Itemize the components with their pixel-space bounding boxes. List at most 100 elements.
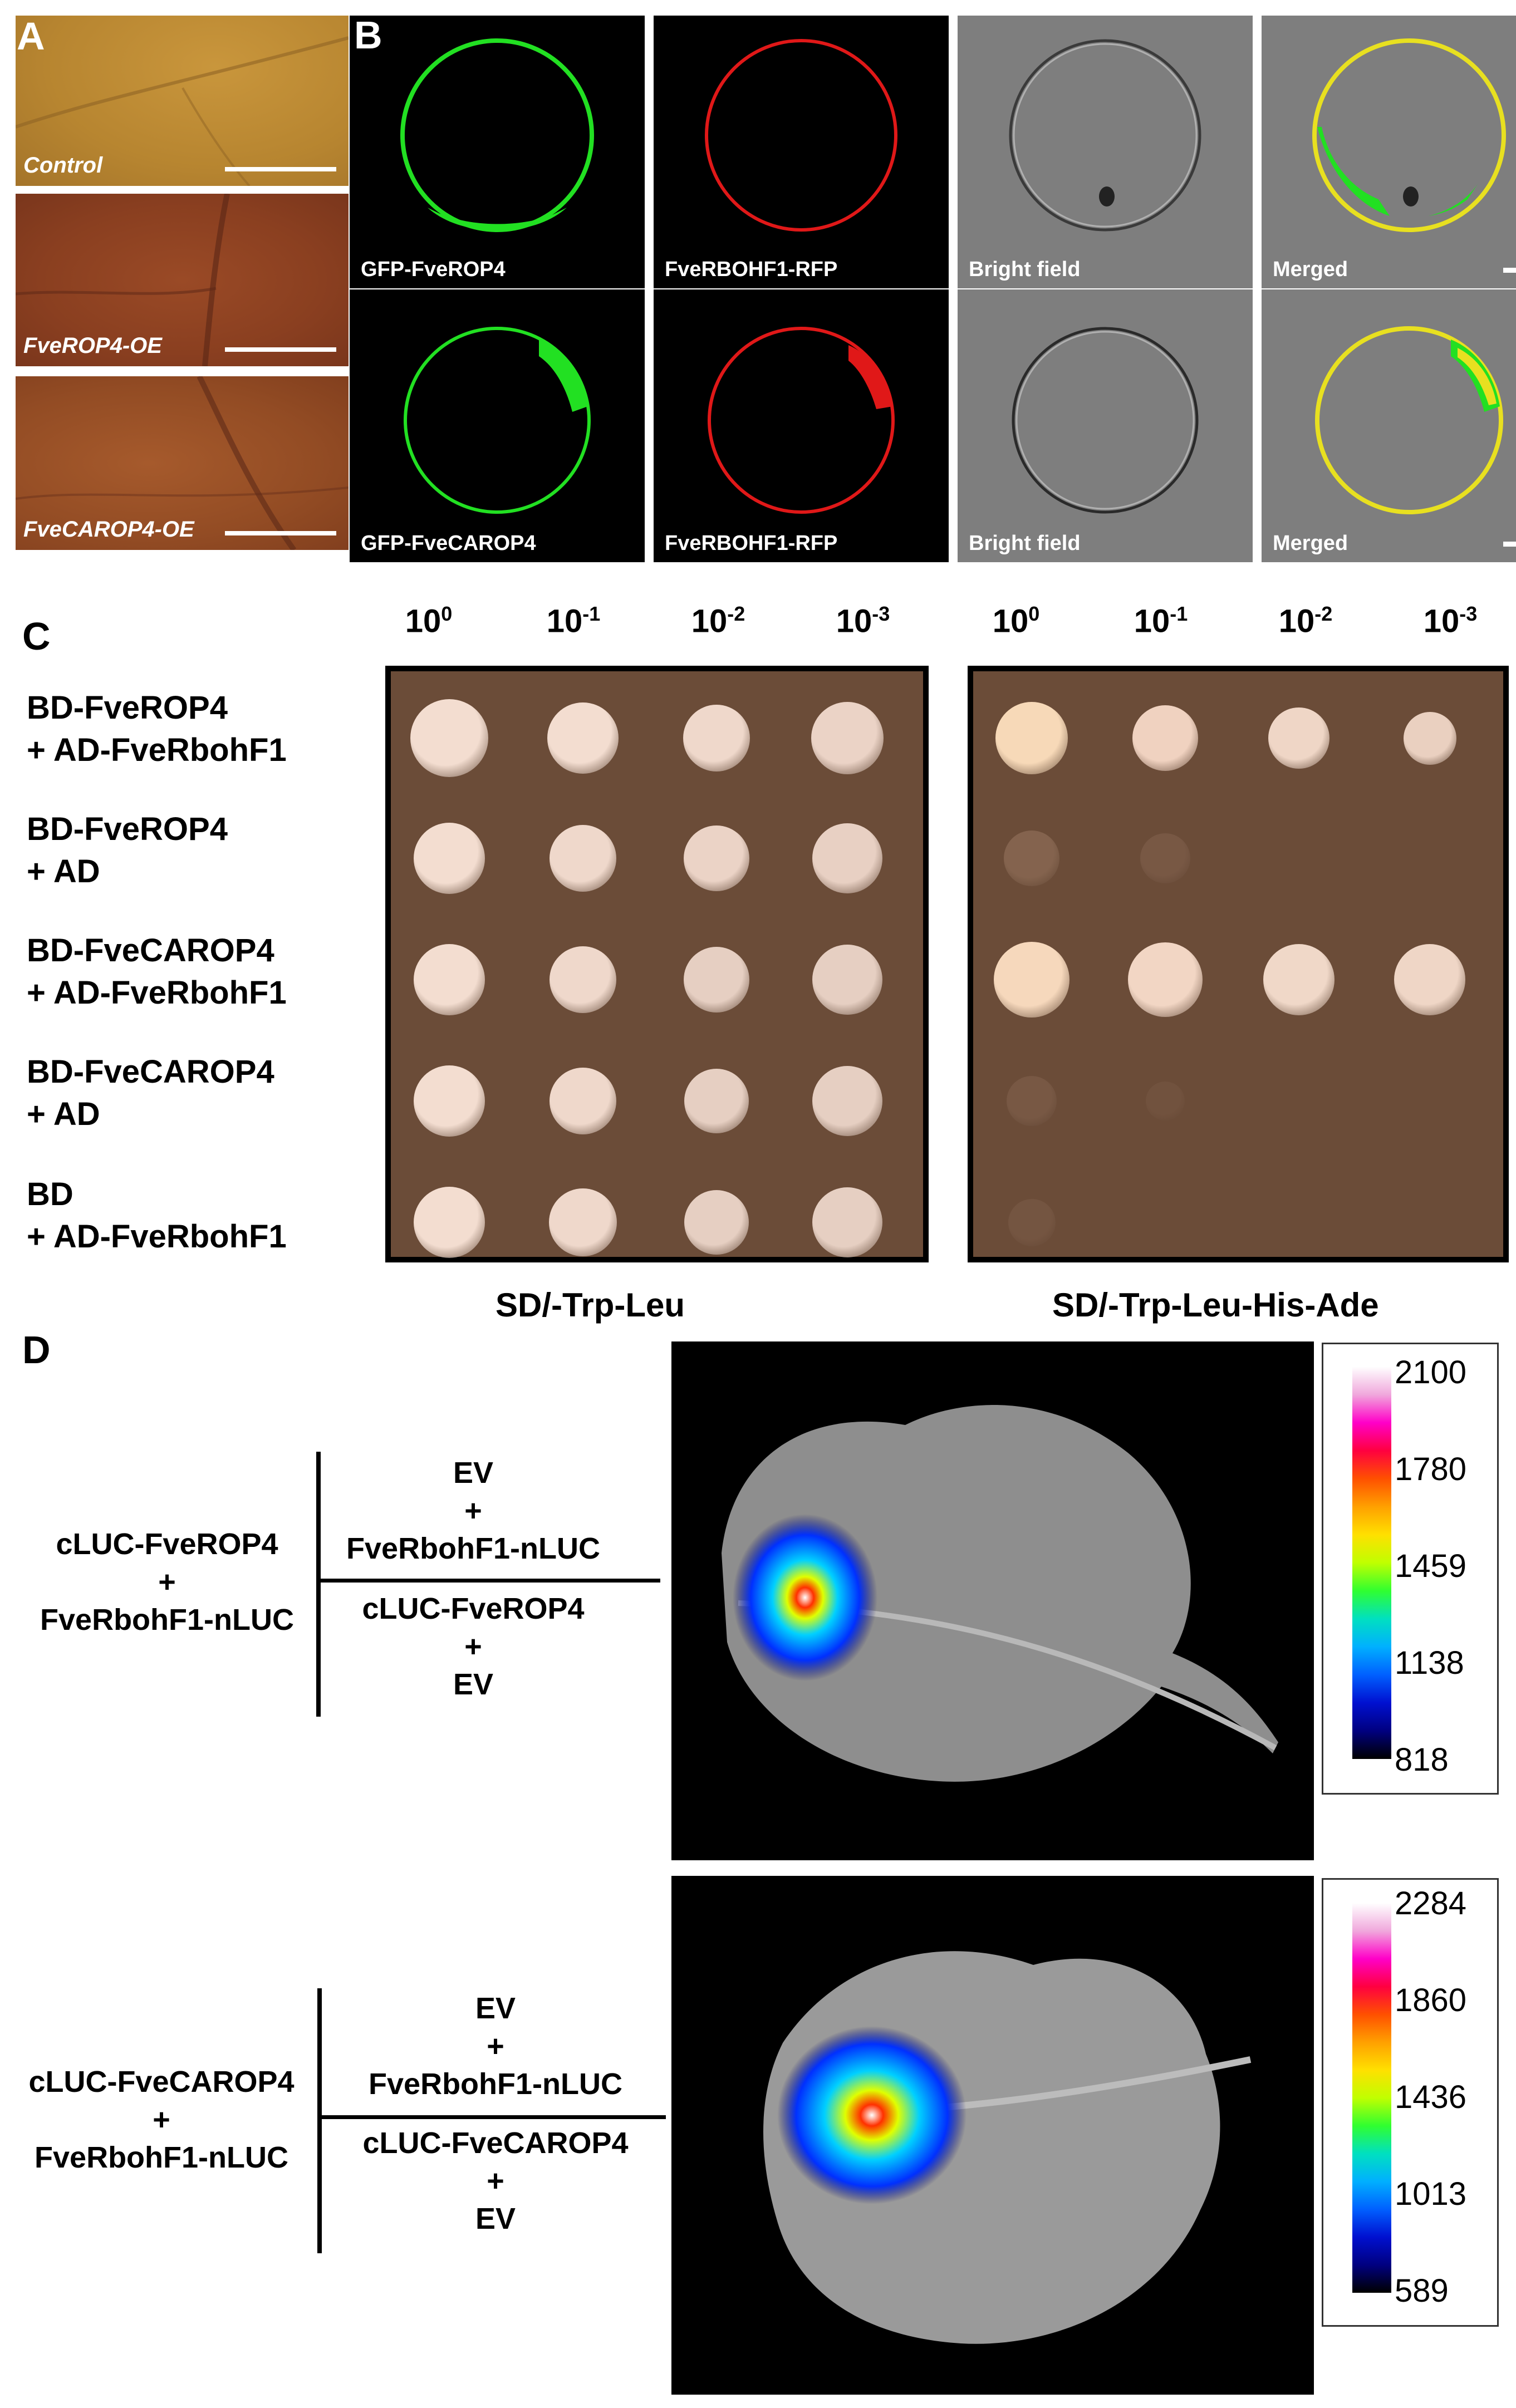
yeast-colony [1128,942,1203,1017]
protoplast-rfp [708,327,895,514]
yeast-colony [684,1190,749,1255]
panel-letter-c: C [22,615,51,658]
scale-tick: 1459 [1395,1548,1467,1584]
protoplast-bright-field [1009,39,1201,232]
yeast-colony [414,823,485,894]
confocal-rfp-fverbohf1: FveRBOHF1-RFP [654,289,949,562]
dilution-label: 10-2 [691,602,745,640]
yeast-colony [414,944,485,1015]
leaf-vein-pattern [16,194,230,366]
channel-label: GFP-FveCAROP4 [361,532,536,555]
yeast-plate-sd-trp-leu [385,666,929,1262]
protoplast-merged [1315,326,1503,514]
scale-tick: 1436 [1395,2079,1467,2115]
construct-label: cLUC-FveCAROP4+EV [362,2126,629,2235]
dilution-label: 10-3 [836,602,890,640]
scale-bar [225,347,336,352]
dilution-label: 10-2 [1278,602,1333,640]
leaf-vein-pattern [16,36,349,186]
yeast-colony [550,1068,616,1134]
yeast-colony [1403,711,1456,765]
yeast-colony [1007,1076,1057,1126]
leaf-vein-pattern [16,376,349,550]
yeast-colony [1140,833,1190,883]
channel-label: Merged [1273,258,1348,281]
protoplast-gfp [400,38,594,232]
yeast-colony [1394,944,1465,1015]
scale-tick: 818 [1395,1742,1449,1778]
yeast-colony [684,947,749,1013]
divider-line [320,1579,660,1583]
divider-line [321,2115,666,2119]
yeast-colony [410,699,488,777]
protoplast-bright-field [1012,327,1199,514]
leaf-image-control: Control [16,16,349,186]
panel-letter-d: D [22,1328,51,1372]
yeast-plate-sd-trp-leu-his-ade [968,666,1509,1262]
yeast-colony [414,1065,485,1137]
channel-label: Bright field [969,258,1081,281]
luciferase-image [671,1341,1314,1860]
dilution-label: 100 [992,602,1040,640]
channel-label: FveRBOHF1-RFP [665,258,838,281]
panel-letter-b: B [354,13,382,57]
yeast-colony [547,702,619,774]
colormap-gradient [1352,1367,1391,1759]
scale-bar [225,167,336,171]
confocal-gfp-fverop4: GFP-FveROP4 [350,16,645,288]
yeast-colony [683,705,750,771]
color-scale-bar: 2284 1860 1436 1013 589 [1322,1878,1499,2327]
leaf-caption-control: Control [23,153,103,178]
construct-label: cLUC-FveCAROP4+FveRbohF1-nLUC [28,2065,295,2174]
scale-tick: 1138 [1395,1645,1464,1681]
leaf-luminescence [722,1405,1278,1782]
scale-tick: 2284 [1395,1885,1467,1922]
yeast-colony [414,1187,485,1258]
leaf-caption-fvecarop4-oe: FveCAROP4-OE [23,517,194,542]
yeast-colony [812,945,882,1015]
confocal-gfp-fvecarop4: GFP-FveCAROP4 [350,289,645,562]
channel-label: FveRBOHF1-RFP [665,532,838,555]
channel-label: GFP-FveROP4 [361,258,506,281]
protoplast-gfp [404,327,591,514]
dilution-label: 10-3 [1423,602,1478,640]
strain-label: BD-FveROP4+ AD-FveRbohF1 [27,690,287,768]
luciferase-image [671,1876,1314,2395]
yeast-colony [1146,1082,1185,1121]
yeast-colony [812,823,882,893]
yeast-colony [812,1187,882,1257]
leaf-image-fverop4-oe: FveROP4-OE [16,194,349,366]
confocal-bright-field: Bright field [958,289,1253,562]
scale-bar [1503,268,1516,273]
protoplast-rfp [705,39,897,232]
confocal-merged: Merged [1262,16,1516,288]
medium-label: SD/-Trp-Leu-His-Ade [1052,1286,1379,1324]
yeast-colony [1004,830,1059,886]
scale-tick: 1780 [1395,1451,1467,1487]
leaf-image-fvecarop4-oe: FveCAROP4-OE [16,376,349,550]
bracket-line [316,1452,321,1717]
yeast-colony [995,702,1068,774]
color-scale-bar: 2100 1780 1459 1138 818 [1322,1343,1499,1795]
confocal-merged: Merged [1262,289,1516,562]
yeast-colony [994,942,1069,1018]
yeast-colony [550,946,616,1013]
scale-tick: 1013 [1395,2176,1467,2212]
leaf-luminescence [763,1951,1252,2344]
yeast-colony [811,702,884,774]
confocal-bright-field: Bright field [958,16,1253,288]
channel-label: Bright field [969,532,1081,555]
yeast-colony [1263,944,1335,1015]
construct-label: cLUC-FveROP4+FveRbohF1-nLUC [40,1527,294,1637]
dilution-label: 10-1 [546,602,601,640]
yeast-colony [1132,705,1198,771]
scale-bar [1503,542,1516,547]
colormap-gradient [1352,1903,1391,2293]
yeast-colony [684,825,749,891]
panel-b: B GFP-FveROP4 FveRBOHF1-RFP Bright field… [350,13,1516,562]
yeast-colony [550,825,616,892]
yeast-colony [812,1066,882,1136]
scale-tick: 1860 [1395,1982,1467,2018]
bracket-line [317,1988,322,2253]
protoplast-merged [1312,38,1506,232]
